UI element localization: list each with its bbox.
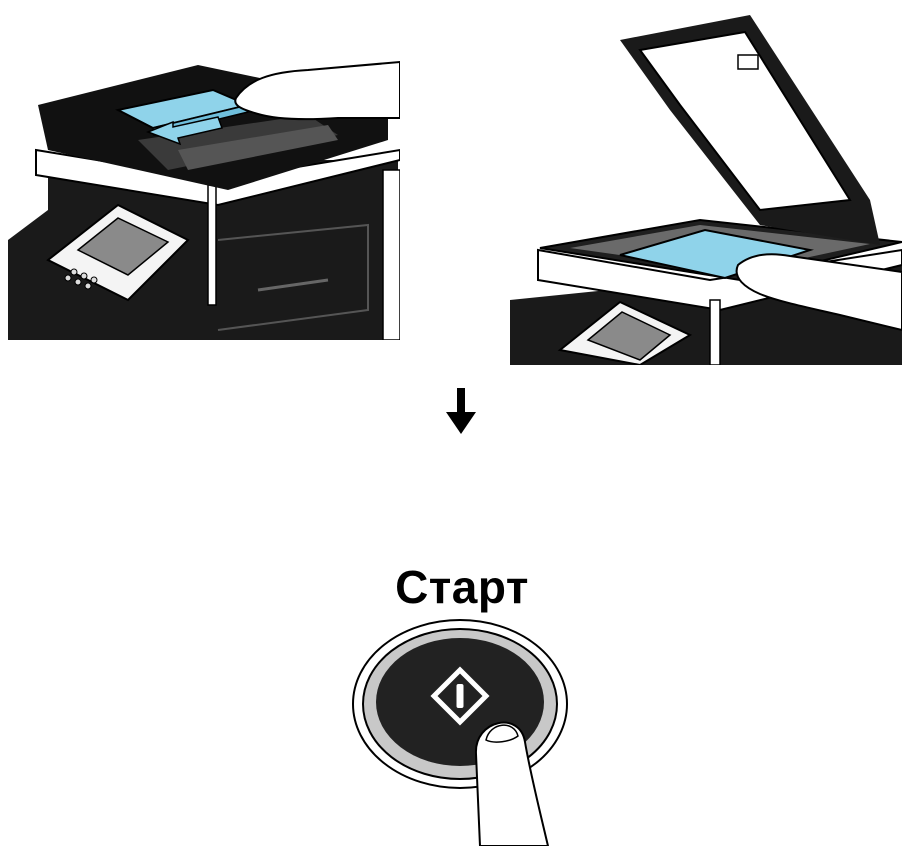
start-button[interactable] — [353, 620, 567, 788]
hand — [235, 62, 400, 119]
platen-loading-illustration — [510, 10, 902, 365]
start-button-label: Старт — [372, 560, 552, 614]
next-step-arrow-icon — [444, 388, 478, 436]
adf-loading-illustration — [8, 10, 400, 340]
start-button-illustration — [340, 612, 580, 846]
